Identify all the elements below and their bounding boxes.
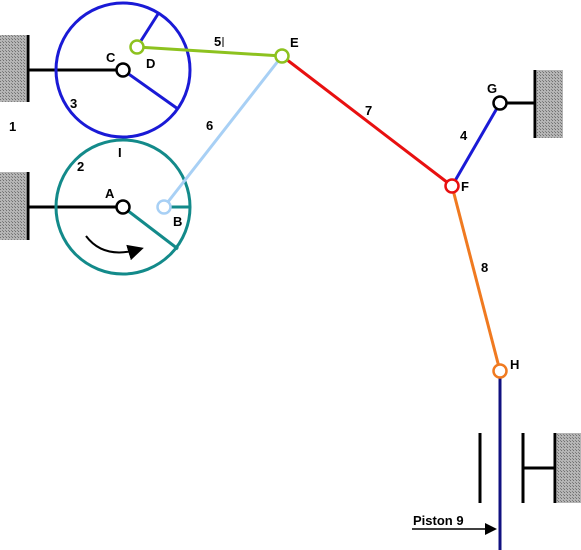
label-joint-b: B <box>173 214 182 229</box>
link-8 <box>450 185 502 372</box>
link-7 <box>281 54 453 188</box>
joint-g <box>492 95 508 111</box>
link-5 <box>136 45 283 58</box>
joint-e <box>274 48 290 64</box>
label-link-5: 5 <box>214 34 221 49</box>
joint-f <box>444 178 460 194</box>
label-joint-c: C <box>106 50 116 65</box>
gear-2 <box>54 138 192 276</box>
label-ground-1: 1 <box>9 119 16 134</box>
label-joint-e: E <box>290 35 299 50</box>
link-6 <box>162 55 284 208</box>
joint-d <box>129 39 145 55</box>
joint-c <box>115 62 131 78</box>
label-joint-f: F <box>461 179 469 194</box>
label-joint-d: D <box>146 56 155 71</box>
label-joint-g: G <box>487 81 497 96</box>
joint-h <box>492 363 508 379</box>
link-4 <box>450 102 502 187</box>
joint-a <box>115 199 131 215</box>
label-link-8: 8 <box>481 260 488 275</box>
label-link-4: 4 <box>460 128 468 143</box>
label-joint-a: A <box>105 186 115 201</box>
label-link-6: 6 <box>206 118 213 133</box>
ground-right-g <box>533 70 563 138</box>
ground-upper-left <box>0 35 30 102</box>
ground-piston-right <box>521 433 581 503</box>
ground-lower-left <box>0 172 30 240</box>
label-piston-9: Piston 9 <box>413 513 464 528</box>
label-gear-2: 2 <box>77 159 84 174</box>
label-gear-3: 3 <box>70 96 77 111</box>
label-contact-i: I <box>118 145 122 160</box>
rotation-arrow <box>85 235 144 261</box>
joint-b <box>156 199 172 215</box>
label-joint-h: H <box>510 357 519 372</box>
label-link-7: 7 <box>365 103 372 118</box>
